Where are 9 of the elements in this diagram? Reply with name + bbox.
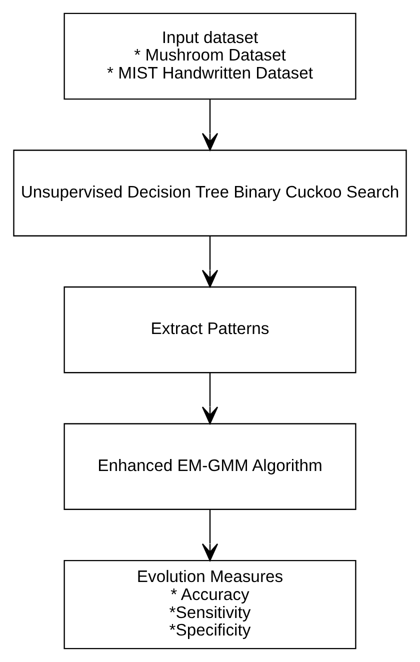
arrow: [202, 510, 218, 562]
node-box: Input dataset * Mushroom Dataset * MIST Handwritten Dataset: [64, 12, 356, 100]
arrow: [202, 236, 218, 288]
node-box: Extract Patterns: [64, 286, 356, 374]
arrow: [202, 99, 218, 151]
node-box: Evolution Measures * Accuracy *Sensitivity *Specificity: [64, 560, 356, 650]
node-box: Enhanced EM-GMM Algorithm: [64, 423, 356, 510]
arrow: [202, 372, 218, 424]
node-box: Unsupervised Decision Tree Binary Cuckoo Search: [13, 150, 407, 236]
